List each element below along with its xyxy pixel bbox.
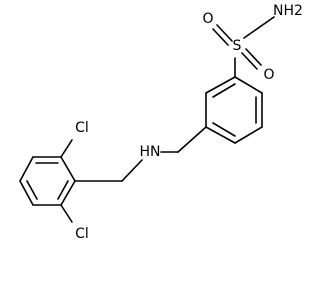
bond-ring1-6 (205, 76, 236, 94)
sulfur-label: S (233, 38, 242, 54)
bond-ring1-4 (205, 126, 236, 144)
chlorine-lower-label: Cl (75, 226, 89, 242)
bond-ring1-3 (234, 126, 263, 144)
bond-s-n (243, 16, 275, 39)
bond-ring2-cl-upper (60, 139, 73, 158)
bond-ring2-4 (19, 180, 34, 206)
bond-ring2-6 (60, 180, 76, 206)
amine-nh-label: HN (140, 144, 161, 160)
bond-ring2-3 (19, 156, 34, 182)
bond-s-o-upper-2 (216, 24, 233, 42)
bond-ring2-inner-b (26, 180, 38, 200)
bonds (19, 16, 275, 223)
oxygen-upper-label: O (202, 11, 213, 27)
amine-group-label: NH2 (273, 3, 303, 19)
bond-s-o-upper-1 (212, 28, 229, 46)
chlorine-upper-label: Cl (75, 120, 89, 136)
bond-nh-ch2 (121, 159, 143, 182)
bond-ring1-inner-c (212, 122, 236, 137)
bond-ring1-ch2 (177, 126, 207, 153)
bond-ring2-inner-c (57, 180, 69, 200)
bond-ring2-cl-lower (60, 204, 73, 223)
bond-s-o-lower-1 (241, 52, 258, 70)
chemical-structure-diagram: NH2 S O O HN Cl Cl (19, 3, 303, 242)
bond-ring1-1 (234, 76, 263, 94)
atom-labels: NH2 S O O HN Cl Cl (75, 3, 303, 242)
bond-ring1-inner-a (212, 83, 236, 98)
oxygen-lower-label: O (263, 67, 274, 83)
bond-s-o-lower-2 (245, 48, 262, 66)
bond-ring2-1 (60, 156, 76, 182)
